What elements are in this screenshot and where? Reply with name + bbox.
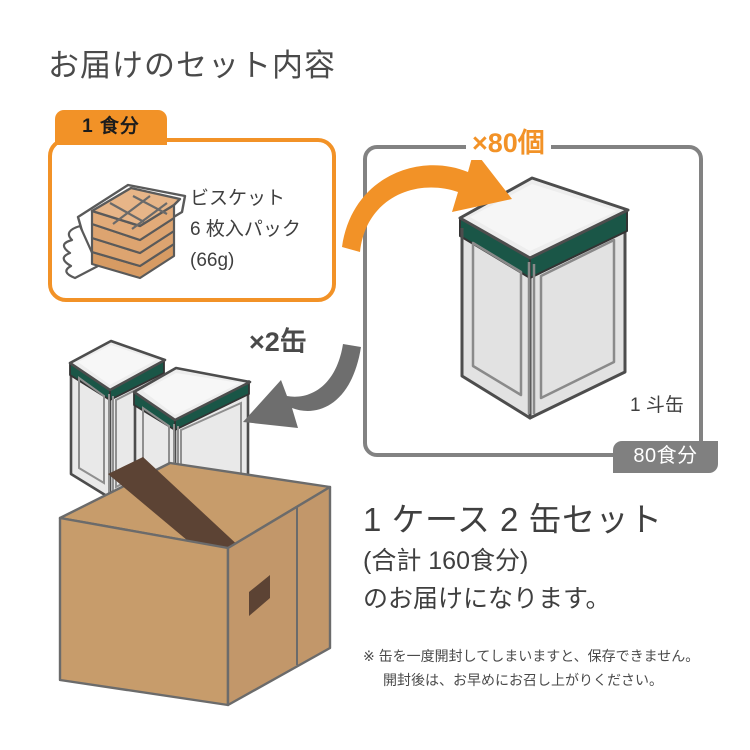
serving-item-line-1: ビスケット: [190, 188, 286, 209]
footnote-line-2: 開封後は、お早めにお召し上がりください。: [383, 672, 663, 688]
summary-delivery-line: のお届けになります。: [363, 585, 611, 613]
servings-badge: 80食分: [613, 441, 718, 473]
summary-total-line: (合計 160食分): [363, 547, 529, 575]
stacked-cans-icon: [68, 339, 252, 514]
footnote-line-1: ※ 缶を一度開封してしまいますと、保存できません。: [363, 648, 700, 664]
page-title: お届けのセット内容: [48, 48, 336, 83]
footnote: ※ 缶を一度開封してしまいますと、保存できません。 開封後は、お早めにお召し上が…: [363, 644, 743, 692]
servings-badge-label: 80食分: [633, 445, 698, 467]
cardboard-box-icon: [58, 457, 332, 707]
summary-text: 1 ケース 2 缶セット (合計 160食分) のお届けになります。: [363, 498, 733, 618]
serving-item-line-3: (66g): [190, 250, 235, 271]
summary-main-line: 1 ケース 2 缶セット: [363, 501, 663, 538]
serving-tab-label: 1 食分: [82, 116, 140, 137]
can-caption-label: 1 斗缶: [630, 395, 684, 416]
serving-item-text: ビスケット 6 枚入パック (66g): [190, 183, 301, 276]
serving-tab: 1 食分: [55, 110, 167, 145]
serving-item-line-2: 6 枚入パック: [190, 219, 301, 240]
can-multiplier-label: ×80個: [466, 121, 551, 160]
case-multiplier-label: ×2缶: [249, 327, 307, 357]
